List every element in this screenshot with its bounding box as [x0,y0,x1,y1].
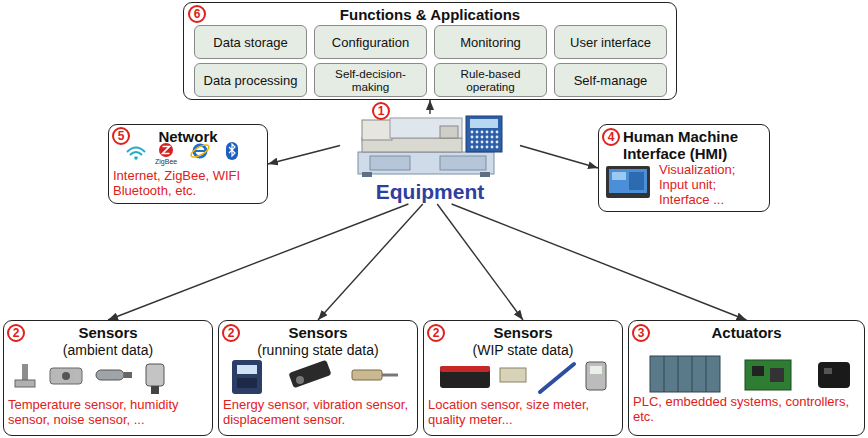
equipment-label: Equipment [376,180,485,204]
hmi-list: Visualization; Input unit; Interface ... [659,162,765,207]
icon-space [223,359,413,397]
box-title: Human Machine Interface (HMI) [603,128,765,162]
callout-number: 3 [632,324,650,342]
panel-title: Functions & Applications [188,6,672,24]
sensor-box: Sensors(WIP state data) Location sensor, … [423,320,623,436]
function-name: Data processing [204,73,298,88]
network-list: Internet, ZigBee, WIFI Bluetooth, etc. [113,168,263,198]
function-name: Data storage [213,35,287,50]
logo-text: ZigBee [155,158,177,165]
icon-space [428,359,618,397]
sensor-list: Location sensor, size meter, quality met… [428,397,618,427]
callout-number: 5 [112,127,130,145]
function-name: Rule-based operating [439,67,542,94]
function-cell: Data processing [194,63,307,97]
actuator-icons [650,356,850,392]
function-cell: Configuration [314,25,427,59]
sensor-list: Energy sensor, vibration sensor, displac… [223,397,413,427]
callout-number: 2 [7,324,25,342]
network-box: NetworkInternet, ZigBee, WIFI Bluetooth,… [108,124,268,204]
touch-screen-icon [606,166,650,198]
connector-arrow [268,146,340,165]
box-title: Sensors [8,324,208,342]
callout-number: 6 [188,5,206,23]
ambient-sensor-icons [15,364,164,394]
callout-number: 2 [427,324,445,342]
function-name: Self-decision-making [319,67,422,94]
function-name: Configuration [332,35,409,50]
box-subtitle: (running state data) [223,342,413,359]
box-subtitle: (ambient data) [8,342,208,359]
function-name: Self-manage [574,73,648,88]
wifi-icon [127,148,145,160]
bluetooth-icon [226,142,238,160]
callout-number: 2 [222,324,240,342]
sensor-box: Sensors(running state data) Energy sensor… [218,320,418,436]
actuator-box: ActuatorsPLC, embedded systems, controll… [628,320,865,436]
icon-space [113,146,263,168]
hmi-box: Human Machine Interface (HMI)Visualizati… [598,124,770,212]
connector-arrow [437,204,523,320]
box-title: Network [113,128,263,146]
box-title: Sensors [428,324,618,342]
icon-space [8,359,208,397]
connector-arrow [108,204,408,320]
box-title: Sensors [223,324,413,342]
connector-arrow [429,100,430,114]
function-cell: Monitoring [434,25,547,59]
running-sensor-icons [232,360,398,394]
callout-number: 4 [602,128,620,146]
function-name: User interface [570,35,651,50]
box-subtitle: (WIP state data) [428,342,618,359]
callout-number: 1 [372,102,390,120]
sensor-box: Sensors(ambient data) Temperature sensor,… [3,320,213,436]
connector-arrow [452,204,747,320]
function-cell: Rule-based operating [434,63,547,97]
icon-space [633,342,860,394]
connector-arrow [318,204,423,320]
wip-sensor-icons [440,362,606,392]
function-cell: Self-manage [554,63,667,97]
equipment-node: Equipment [340,114,520,204]
function-cell: User interface [554,25,667,59]
function-cell: Data storage [194,25,307,59]
lathe-machine [358,116,502,177]
actuator-list: PLC, embedded systems, controllers, etc. [633,394,860,424]
connector-arrow [520,146,598,169]
box-title: Actuators [633,324,860,342]
browser-icon [189,143,210,160]
function-panel: Functions & ApplicationsData storage Conf… [183,2,677,100]
sensor-list: Temperature sensor, humidity sensor, noi… [8,397,208,427]
function-cell: Self-decision-making [314,63,427,97]
zigbee-icon [159,143,173,157]
function-name: Monitoring [460,35,521,50]
